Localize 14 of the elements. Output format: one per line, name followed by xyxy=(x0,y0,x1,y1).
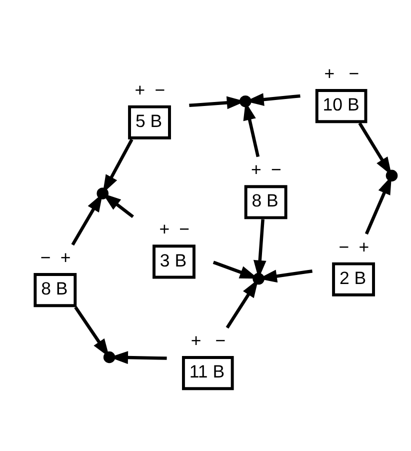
node-label: − xyxy=(40,248,51,268)
node-label: − xyxy=(215,330,226,351)
node-label: − xyxy=(271,160,282,180)
node-label: − xyxy=(179,219,190,240)
node-label: − xyxy=(154,80,166,100)
node-label: − xyxy=(348,64,360,84)
node-label: − xyxy=(338,236,350,257)
node-label: + xyxy=(324,64,335,84)
node-label: + xyxy=(251,160,262,180)
node-label: + xyxy=(134,80,146,100)
node-label: + xyxy=(190,330,202,351)
node-label: + xyxy=(358,236,370,257)
node-label: + xyxy=(159,219,170,240)
node-label: + xyxy=(60,248,71,268)
